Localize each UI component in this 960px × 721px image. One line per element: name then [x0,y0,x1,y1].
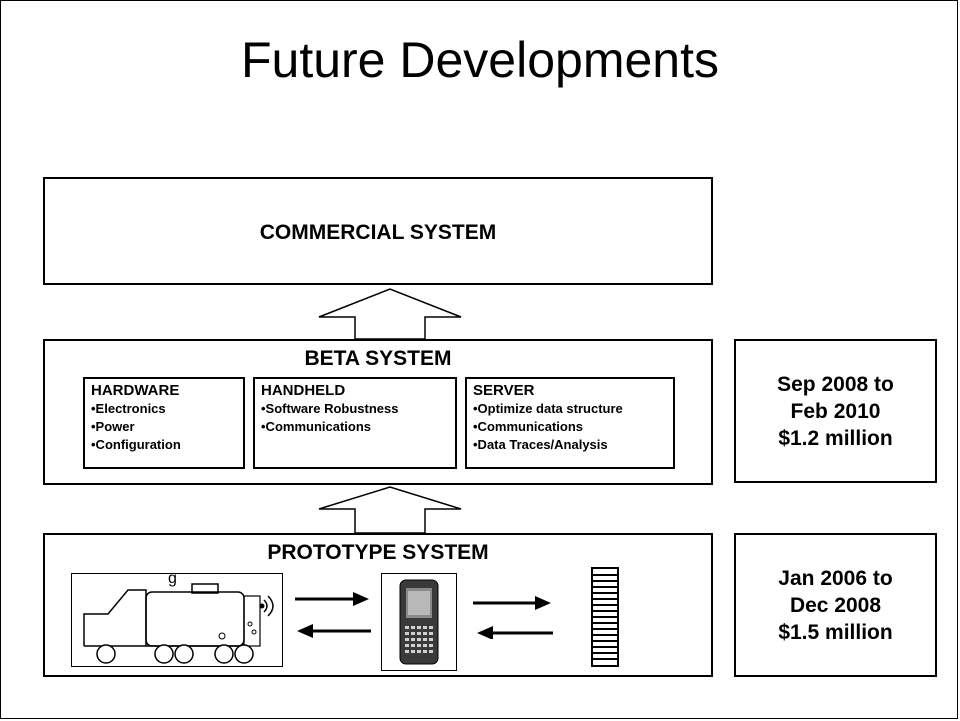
beta-end-date: Feb 2010 [790,400,881,423]
block-arrow-up-icon [318,486,462,533]
handheld-device-icon [399,579,439,665]
truck-icon [83,583,274,664]
hardware-item: •Power [91,419,135,434]
prototype-end-date: Dec 2008 [789,594,882,617]
server-icon [591,567,619,667]
hardware-box: HARDWARE •Electronics •Power •Configurat… [83,377,245,469]
server-item: •Communications [473,419,584,434]
arrow-left-icon [297,624,371,638]
arrow-right-icon [295,592,369,606]
beta-timeline-box: Sep 2008 to Feb 2010 $1.2 million [734,339,937,483]
prototype-timeline-box: Jan 2006 to Dec 2008 $1.5 million [734,533,937,677]
prototype-budget: $1.5 million [778,621,893,644]
prototype-system-box: PROTOTYPE SYSTEM [43,533,713,677]
hardware-title: HARDWARE [91,382,180,399]
handheld-item: •Communications [261,419,372,434]
server-title: SERVER [473,382,535,399]
arrow-pair-handheld-server [473,596,553,639]
handheld-box: HANDHELD •Software Robustness •Communica… [253,377,457,469]
arrow-left-icon [477,626,553,639]
hardware-item: •Configuration [91,437,181,452]
prototype-start-date: Jan 2006 to [778,567,893,590]
slide-title: Future Developments [240,32,719,88]
truck-label: g [168,570,177,587]
beta-system-label: BETA SYSTEM [304,347,452,370]
arrow-pair-truck-handheld [295,592,371,638]
handheld-title: HANDHELD [261,382,346,399]
commercial-system-box: COMMERCIAL SYSTEM [43,177,713,285]
block-arrow-up-icon [318,288,462,339]
handheld-item: •Software Robustness [261,401,399,416]
server-item: •Optimize data structure [473,401,623,416]
server-item: •Data Traces/Analysis [473,437,608,452]
commercial-system-label: COMMERCIAL SYSTEM [259,221,497,244]
handheld-frame [381,573,457,671]
server-box: SERVER •Optimize data structure •Communi… [465,377,675,469]
arrow-right-icon [473,596,551,610]
truck-frame: g [71,570,283,667]
hardware-item: •Electronics [91,401,166,416]
beta-budget: $1.2 million [778,427,893,450]
prototype-system-label: PROTOTYPE SYSTEM [267,541,489,564]
beta-start-date: Sep 2008 to [777,373,894,396]
beta-system-box: BETA SYSTEM HARDWARE •Electronics •Power… [43,339,713,485]
